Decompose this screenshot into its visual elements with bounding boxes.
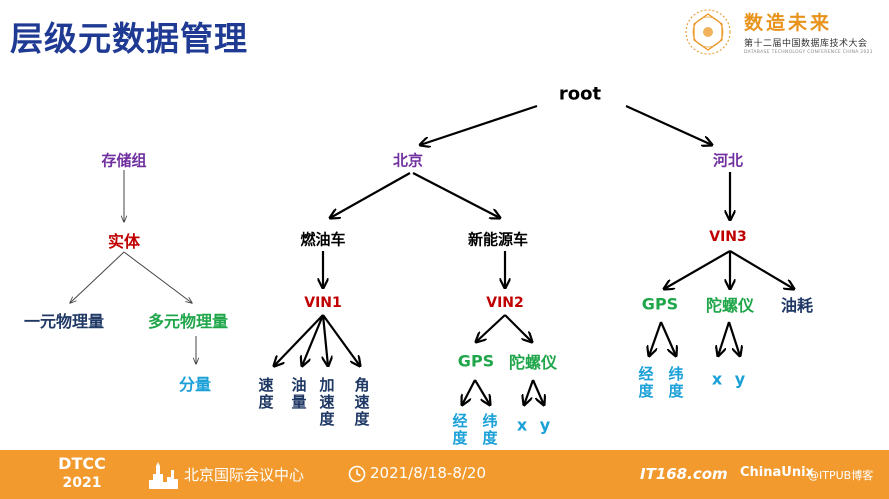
vin2-latitude-leaf: 纬度 xyxy=(482,412,498,447)
vin3-longitude-leaf: 经度 xyxy=(638,365,654,400)
clock-icon xyxy=(348,465,366,483)
entity-label: 实体 xyxy=(107,232,141,251)
vin3-gps-node: GPS xyxy=(641,294,679,314)
vin2-node: VIN2 xyxy=(486,295,524,311)
vin1-speed-leaf: 速度 xyxy=(258,376,274,411)
beijing-node: 北京 xyxy=(392,151,424,170)
conference-emblem-icon xyxy=(685,9,731,55)
vin2-longitude-leaf: 经度 xyxy=(452,412,468,447)
univariate-label: 一元物理量 xyxy=(23,312,105,331)
vin3-y-leaf: y xyxy=(734,369,746,389)
root-node: root xyxy=(558,83,602,105)
vin3-latitude-leaf: 纬度 xyxy=(668,365,684,400)
vin3-gyro-node: 陀螺仪 xyxy=(705,296,755,315)
tree-connectors xyxy=(0,104,889,450)
vin2-y-leaf: y xyxy=(539,415,551,435)
skyline-icon xyxy=(149,462,178,489)
date-text: 2021/8/18-8/20 xyxy=(370,464,487,482)
conference-logo: 数造未来 第十二届中国数据库技术大会 DATABASE TECHNOLOGY C… xyxy=(682,6,882,60)
logo-conference-name: 第十二届中国数据库技术大会 xyxy=(744,39,868,49)
ev-car-node: 新能源车 xyxy=(467,230,529,249)
vin1-acceleration-leaf: 加速度 xyxy=(319,376,335,428)
chinaunix-logo: ChinaUnix xyxy=(740,465,814,480)
itpub-watermark: @ITPUB博客 xyxy=(808,469,874,482)
vin1-angular-speed-leaf: 角速度 xyxy=(354,376,370,428)
hebei-node: 河北 xyxy=(712,151,744,170)
storage-group-label: 存储组 xyxy=(101,151,147,170)
vin2-gyro-node: 陀螺仪 xyxy=(508,353,558,372)
vin1-oil-leaf: 油量 xyxy=(291,376,307,411)
dtcc-logo: DTCC 2021 xyxy=(58,454,106,491)
page-title: 层级元数据管理 xyxy=(10,19,248,58)
footer-bar: DTCC 2021 北京国际会议中心 2021/8/18-8/20 IT168.… xyxy=(0,450,889,499)
vin2-x-leaf: x xyxy=(516,415,528,435)
venue-text: 北京国际会议中心 xyxy=(184,466,305,484)
fuel-car-node: 燃油车 xyxy=(300,230,346,249)
vin1-node: VIN1 xyxy=(304,295,342,311)
multivariate-label: 多元物理量 xyxy=(147,312,229,331)
vin3-x-leaf: x xyxy=(711,369,723,389)
component-label: 分量 xyxy=(178,375,212,394)
vin2-gps-node: GPS xyxy=(457,351,495,371)
it168-logo: IT168.com xyxy=(640,465,728,483)
vin3-fuel-consumption-node: 油耗 xyxy=(780,296,814,315)
logo-slogan: 数造未来 xyxy=(744,12,833,34)
logo-english-name: DATABASE TECHNOLOGY CONFERENCE CHINA 202… xyxy=(744,50,873,55)
vin3-node: VIN3 xyxy=(709,229,747,245)
